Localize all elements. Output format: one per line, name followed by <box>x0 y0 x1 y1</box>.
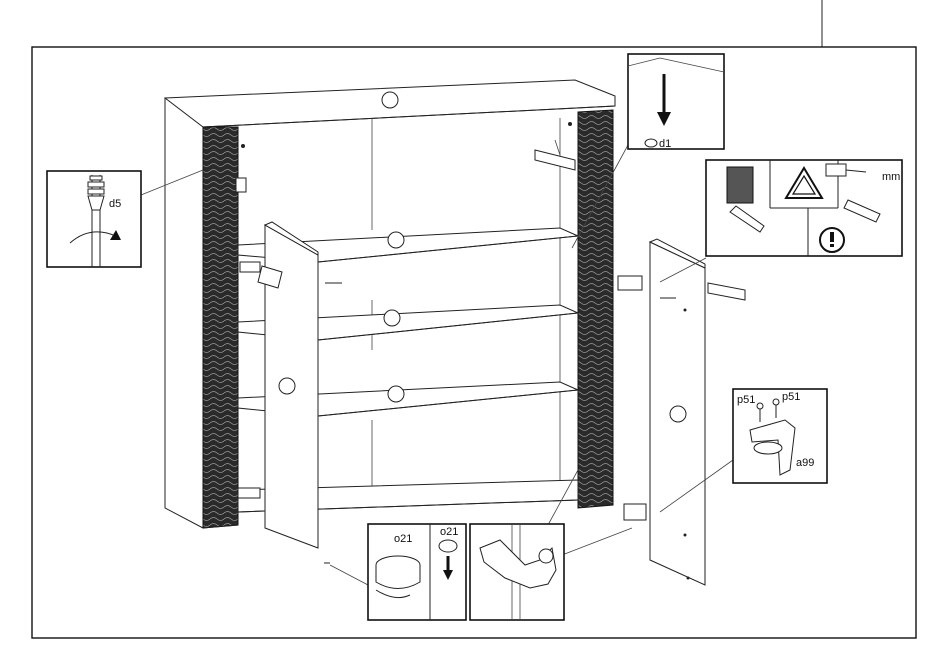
label-p51-left: p51 <box>737 394 755 406</box>
label-d5: d5 <box>109 198 121 210</box>
top-hole <box>382 92 398 108</box>
label-o21-cap: o21 <box>394 533 412 545</box>
board-sample <box>727 167 753 203</box>
right-door <box>650 239 705 585</box>
left-texture-panel <box>203 127 238 528</box>
callout-d5 <box>47 171 141 267</box>
callout-o21 <box>368 524 466 620</box>
label-a99: a99 <box>796 457 814 469</box>
callout-drilling <box>706 160 902 256</box>
left-door-hole <box>279 378 295 394</box>
callout-d1 <box>628 54 724 149</box>
label-d1: d1 <box>659 138 671 150</box>
label-p51-right: p51 <box>782 391 800 403</box>
callout-cup-hinge <box>470 524 564 620</box>
label-mm: mm <box>882 171 900 183</box>
right-texture-panel <box>578 110 613 508</box>
cabinet-body <box>165 80 615 528</box>
right-door-hole <box>670 406 686 422</box>
label-o21-press: o21 <box>440 526 458 538</box>
